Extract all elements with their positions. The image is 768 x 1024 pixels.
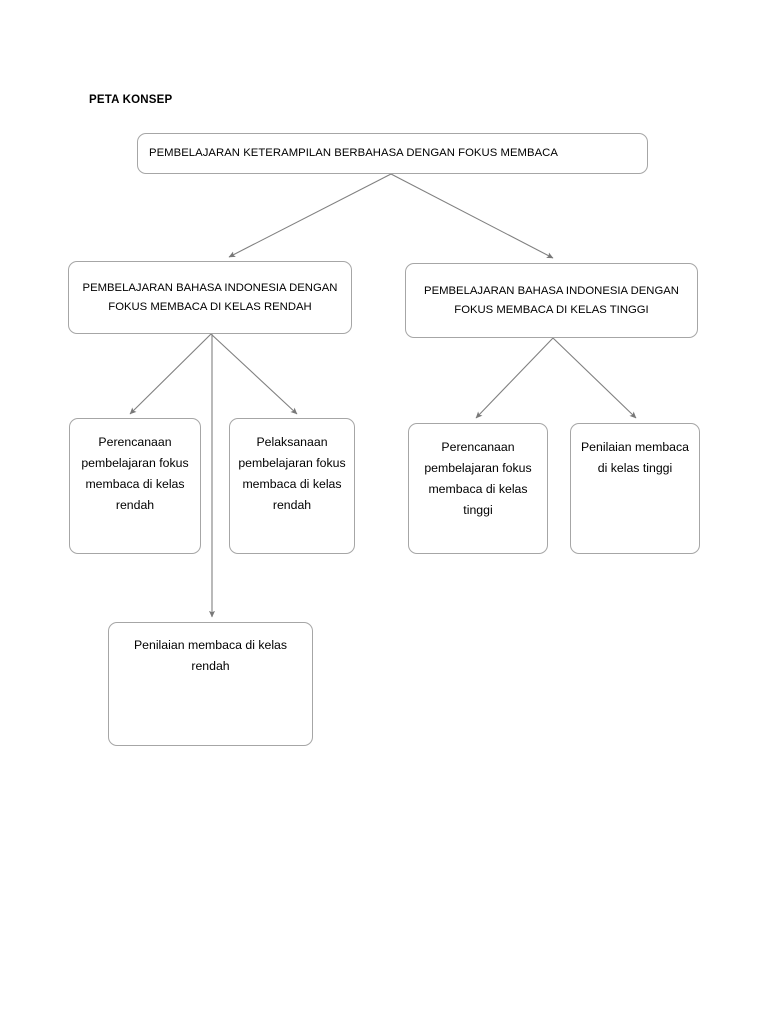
node-high-grade[interactable]: PEMBELAJARAN BAHASA INDONESIA DENGAN FOK…: [405, 263, 698, 338]
node-low-grade[interactable]: PEMBELAJARAN BAHASA INDONESIA DENGAN FOK…: [68, 261, 352, 334]
edge-root-to-low: [228, 173, 392, 258]
node-low-planning-label: Perencanaan pembelajaran fokus membaca d…: [81, 435, 189, 513]
node-high-planning-label: Perencanaan pembelajaran fokus membaca d…: [424, 440, 532, 518]
edge-high-to-high-assessment: [552, 337, 637, 419]
node-high-assessment-label: Penilaian membaca di kelas tinggi: [580, 440, 689, 476]
node-low-implementation-label: Pelaksanaan pembelajaran fokus membaca d…: [238, 435, 346, 513]
edge-root-to-high: [390, 173, 554, 259]
page-title: PETA KONSEP: [89, 94, 173, 106]
node-low-implementation[interactable]: Pelaksanaan pembelajaran fokus membaca d…: [229, 418, 355, 554]
node-high-grade-label: PEMBELAJARAN BAHASA INDONESIA DENGAN FOK…: [424, 285, 679, 316]
edge-high-to-high-planning: [475, 337, 554, 419]
node-high-planning[interactable]: Perencanaan pembelajaran fokus membaca d…: [408, 423, 548, 554]
edge-low-to-low-implementation: [210, 333, 298, 415]
node-low-planning[interactable]: Perencanaan pembelajaran fokus membaca d…: [69, 418, 201, 554]
node-low-assessment[interactable]: Penilaian membaca di kelas rendah: [108, 622, 313, 746]
node-low-assessment-label: Penilaian membaca di kelas rendah: [133, 638, 288, 673]
node-root[interactable]: PEMBELAJARAN KETERAMPILAN BERBAHASA DENG…: [137, 133, 648, 174]
node-root-label: PEMBELAJARAN KETERAMPILAN BERBAHASA DENG…: [149, 146, 558, 159]
edge-low-to-low-planning: [129, 333, 212, 415]
node-low-grade-label: PEMBELAJARAN BAHASA INDONESIA DENGAN FOK…: [82, 282, 338, 313]
node-high-assessment[interactable]: Penilaian membaca di kelas tinggi: [570, 423, 700, 554]
